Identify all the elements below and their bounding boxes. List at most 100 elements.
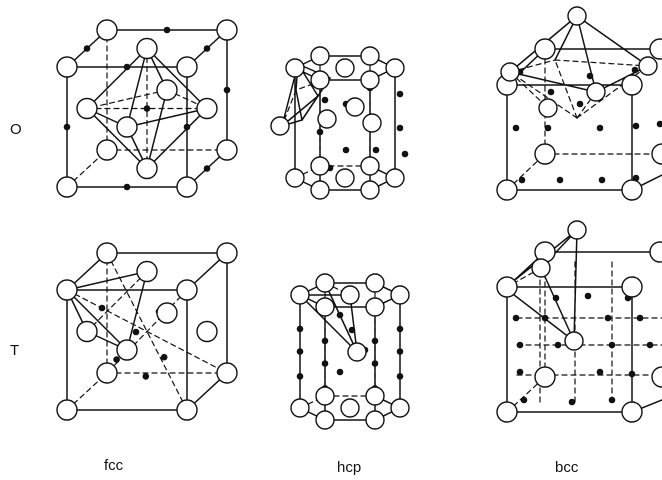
edge bbox=[86, 47, 148, 110]
host-atom bbox=[362, 113, 382, 133]
host-atom bbox=[651, 366, 662, 388]
host-atom bbox=[56, 399, 78, 421]
host-atom bbox=[500, 62, 520, 82]
edge bbox=[576, 15, 649, 67]
edge bbox=[126, 47, 148, 128]
host-atom bbox=[638, 56, 658, 76]
host-atom bbox=[136, 37, 158, 60]
host-atom bbox=[310, 156, 330, 176]
interstitial-site bbox=[203, 165, 211, 172]
host-atom bbox=[360, 180, 380, 200]
interstitial-site bbox=[113, 356, 120, 363]
interstitial-site bbox=[336, 311, 344, 319]
column-label-fcc: fcc bbox=[104, 457, 124, 474]
edge bbox=[573, 229, 578, 342]
interstitial-site bbox=[608, 396, 616, 404]
host-atom bbox=[285, 58, 305, 78]
interstitial-site bbox=[518, 176, 526, 184]
host-atom bbox=[56, 279, 78, 301]
interstitial-site bbox=[123, 183, 131, 191]
host-atom bbox=[567, 6, 587, 26]
host-atom bbox=[315, 297, 335, 317]
host-atom bbox=[216, 242, 238, 264]
column-label-hcp: hcp bbox=[337, 459, 362, 476]
host-atom bbox=[315, 410, 335, 430]
interstitial-site bbox=[98, 304, 106, 312]
hidden-edge bbox=[504, 267, 542, 289]
interstitial-site bbox=[396, 325, 404, 333]
host-atom bbox=[176, 56, 198, 78]
host-atom bbox=[290, 285, 310, 305]
interstitial-site bbox=[636, 314, 644, 322]
panel-tetrahedral-hcp bbox=[290, 273, 410, 430]
host-atom bbox=[496, 179, 518, 201]
edge bbox=[66, 270, 148, 291]
host-atom bbox=[496, 401, 518, 423]
interstitial-site bbox=[316, 128, 324, 136]
host-atom bbox=[564, 331, 584, 351]
host-atom bbox=[315, 273, 335, 293]
host-atom bbox=[534, 38, 556, 60]
host-atom bbox=[156, 79, 178, 101]
interstitial-site bbox=[541, 314, 549, 322]
interstitial-site bbox=[371, 337, 379, 345]
hidden-edge bbox=[554, 59, 578, 119]
panel-octahedral-fcc bbox=[56, 19, 238, 198]
edge bbox=[146, 107, 208, 170]
column-label-bcc: bcc bbox=[555, 459, 579, 476]
host-atom bbox=[76, 320, 98, 343]
host-atom bbox=[496, 276, 518, 298]
host-atom bbox=[317, 109, 337, 129]
host-atom bbox=[96, 139, 118, 161]
interstitial-site bbox=[598, 176, 606, 184]
host-atom bbox=[651, 143, 662, 165]
host-atom bbox=[315, 386, 335, 406]
host-atom bbox=[340, 285, 360, 305]
interstitial-site bbox=[396, 373, 404, 380]
interstitial-site bbox=[512, 124, 520, 132]
interstitial-site bbox=[547, 88, 555, 96]
interstitial-site bbox=[401, 150, 409, 158]
host-atom bbox=[96, 19, 118, 41]
hidden-edge bbox=[106, 252, 188, 411]
host-atom bbox=[365, 386, 385, 406]
host-atom bbox=[531, 258, 551, 278]
host-atom bbox=[156, 302, 178, 324]
host-atom bbox=[216, 362, 238, 384]
interstitial-site bbox=[608, 341, 616, 349]
interstitial-site bbox=[372, 146, 380, 154]
edge bbox=[540, 267, 575, 342]
edge bbox=[509, 71, 597, 93]
host-atom bbox=[340, 398, 360, 418]
panel-tetrahedral-fcc bbox=[56, 242, 238, 421]
edge bbox=[504, 287, 575, 342]
panel-tetrahedral-bcc bbox=[496, 220, 662, 423]
host-atom bbox=[176, 176, 198, 198]
interstitial-site bbox=[321, 360, 329, 367]
panel-octahedral-bcc bbox=[496, 6, 662, 201]
hidden-edge bbox=[509, 59, 556, 73]
interstitial-site bbox=[586, 72, 594, 80]
interstitial-site bbox=[223, 86, 231, 94]
host-atom bbox=[385, 58, 405, 78]
edge bbox=[146, 89, 168, 170]
host-atom bbox=[285, 168, 305, 188]
host-atom bbox=[136, 260, 158, 283]
interstitial-site bbox=[516, 341, 524, 349]
host-atom bbox=[360, 156, 380, 176]
host-atom bbox=[347, 342, 367, 362]
interstitial-site bbox=[296, 348, 304, 355]
host-atom bbox=[176, 399, 198, 421]
interstitial-site bbox=[132, 328, 140, 336]
host-atom bbox=[365, 297, 385, 317]
interstitial-site bbox=[396, 124, 404, 132]
hidden-edge bbox=[106, 289, 188, 374]
interstitial-site bbox=[160, 353, 168, 361]
host-atom bbox=[76, 97, 98, 120]
host-atom bbox=[365, 273, 385, 293]
host-atom bbox=[310, 46, 330, 66]
host-atom bbox=[196, 320, 218, 343]
host-atom bbox=[385, 168, 405, 188]
host-atom bbox=[216, 19, 238, 41]
